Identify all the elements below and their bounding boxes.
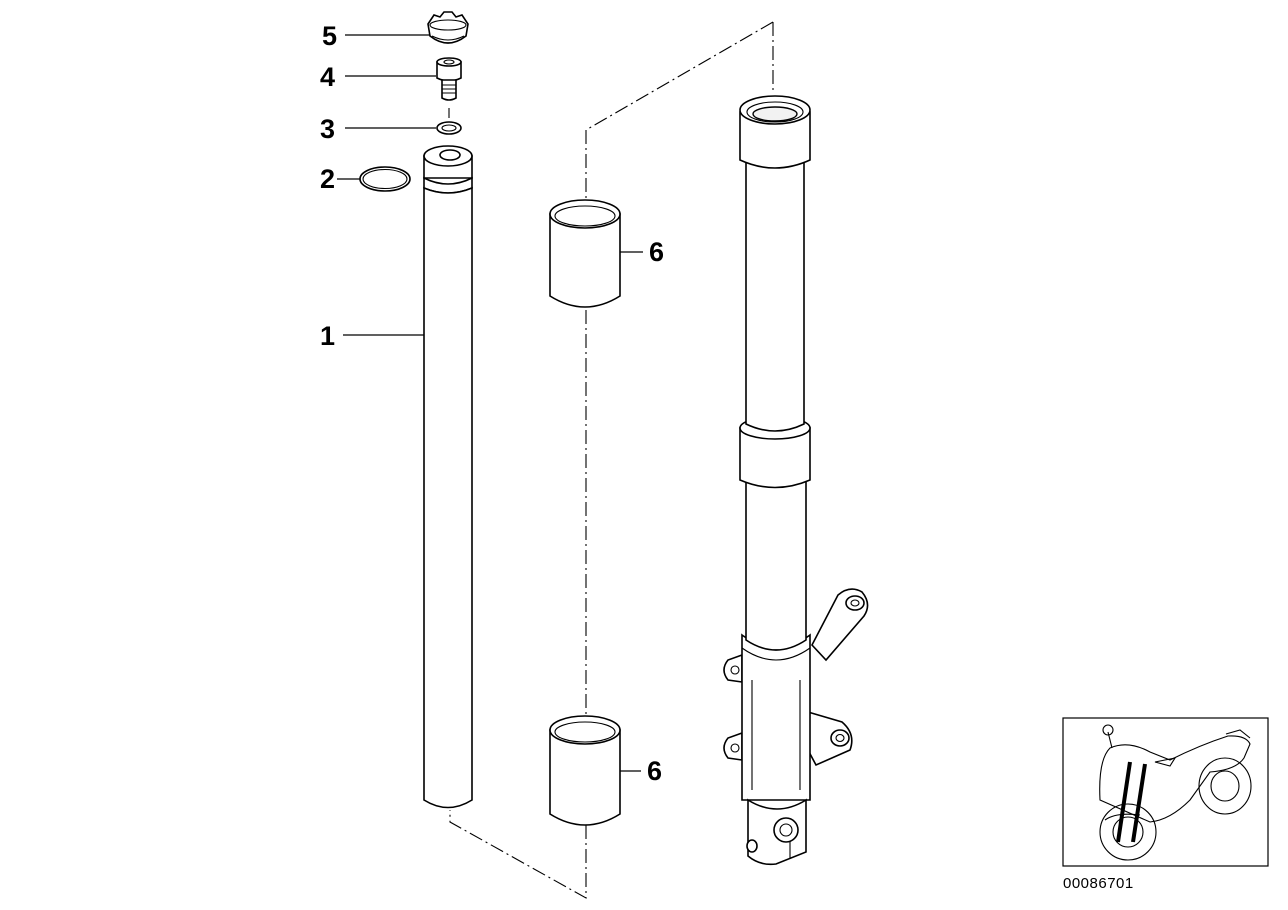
part-2-snap-ring[interactable] (359, 166, 411, 192)
callout-6-upper: 6 (649, 237, 664, 267)
part-3-washer[interactable] (436, 121, 462, 135)
callout-5: 5 (322, 21, 337, 51)
callout-2: 2 (320, 164, 335, 194)
part-6-bushing-upper[interactable] (549, 199, 621, 308)
callout-3: 3 (320, 114, 335, 144)
part-1-fork-tube[interactable] (423, 145, 473, 809)
callout-1: 1 (320, 321, 335, 351)
fork-slider (723, 588, 869, 866)
fork-tube-assembly (739, 95, 811, 651)
assembly-guide-line (448, 21, 774, 899)
leader-lines (337, 34, 643, 772)
part-5-cap[interactable] (427, 11, 469, 44)
part-6-bushing-lower[interactable] (549, 715, 621, 826)
callout-4: 4 (320, 62, 335, 92)
part-4-bolt[interactable] (436, 57, 462, 101)
reference-number: 00086701 (1063, 875, 1134, 892)
motorcycle-location-icon (1062, 717, 1269, 867)
callout-6-lower: 6 (647, 756, 662, 786)
